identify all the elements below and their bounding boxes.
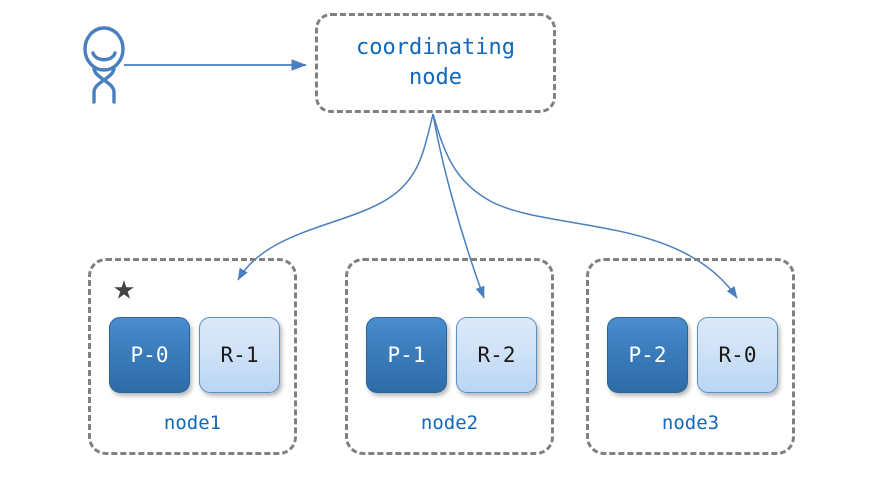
shard-P-2[interactable]: P-2: [607, 317, 688, 393]
shard-row: P-2 R-0: [607, 317, 778, 393]
node-group-label: node1: [163, 412, 222, 434]
shard-row: P-0 R-1: [109, 317, 280, 393]
node-group-node2[interactable]: P-1 R-2 node2: [345, 258, 554, 455]
node-group-node1[interactable]: ★ P-0 R-1 node1: [88, 258, 297, 455]
shard-P-1[interactable]: P-1: [366, 317, 447, 393]
coordinating-node-label: coordinating node: [356, 35, 515, 90]
user-actor[interactable]: [72, 26, 142, 106]
primary-star-icon: [364, 271, 398, 305]
shard-P-0[interactable]: P-0: [109, 317, 190, 393]
node-group-label: node3: [661, 412, 720, 434]
shard-R-1[interactable]: R-1: [199, 317, 280, 393]
person-stick-figure-icon: [83, 26, 125, 104]
shard-R-0[interactable]: R-0: [697, 317, 778, 393]
shard-row: P-1 R-2: [366, 317, 537, 393]
node-group-label: node2: [420, 412, 479, 434]
node-group-node3[interactable]: P-2 R-0 node3: [586, 258, 795, 455]
primary-star-icon: [605, 271, 639, 305]
shard-R-2[interactable]: R-2: [456, 317, 537, 393]
primary-star-icon: ★: [113, 267, 135, 308]
edge-coordinating-node-to-R-1: [237, 113, 434, 281]
coordinating-node[interactable]: coordinating node: [315, 13, 556, 113]
